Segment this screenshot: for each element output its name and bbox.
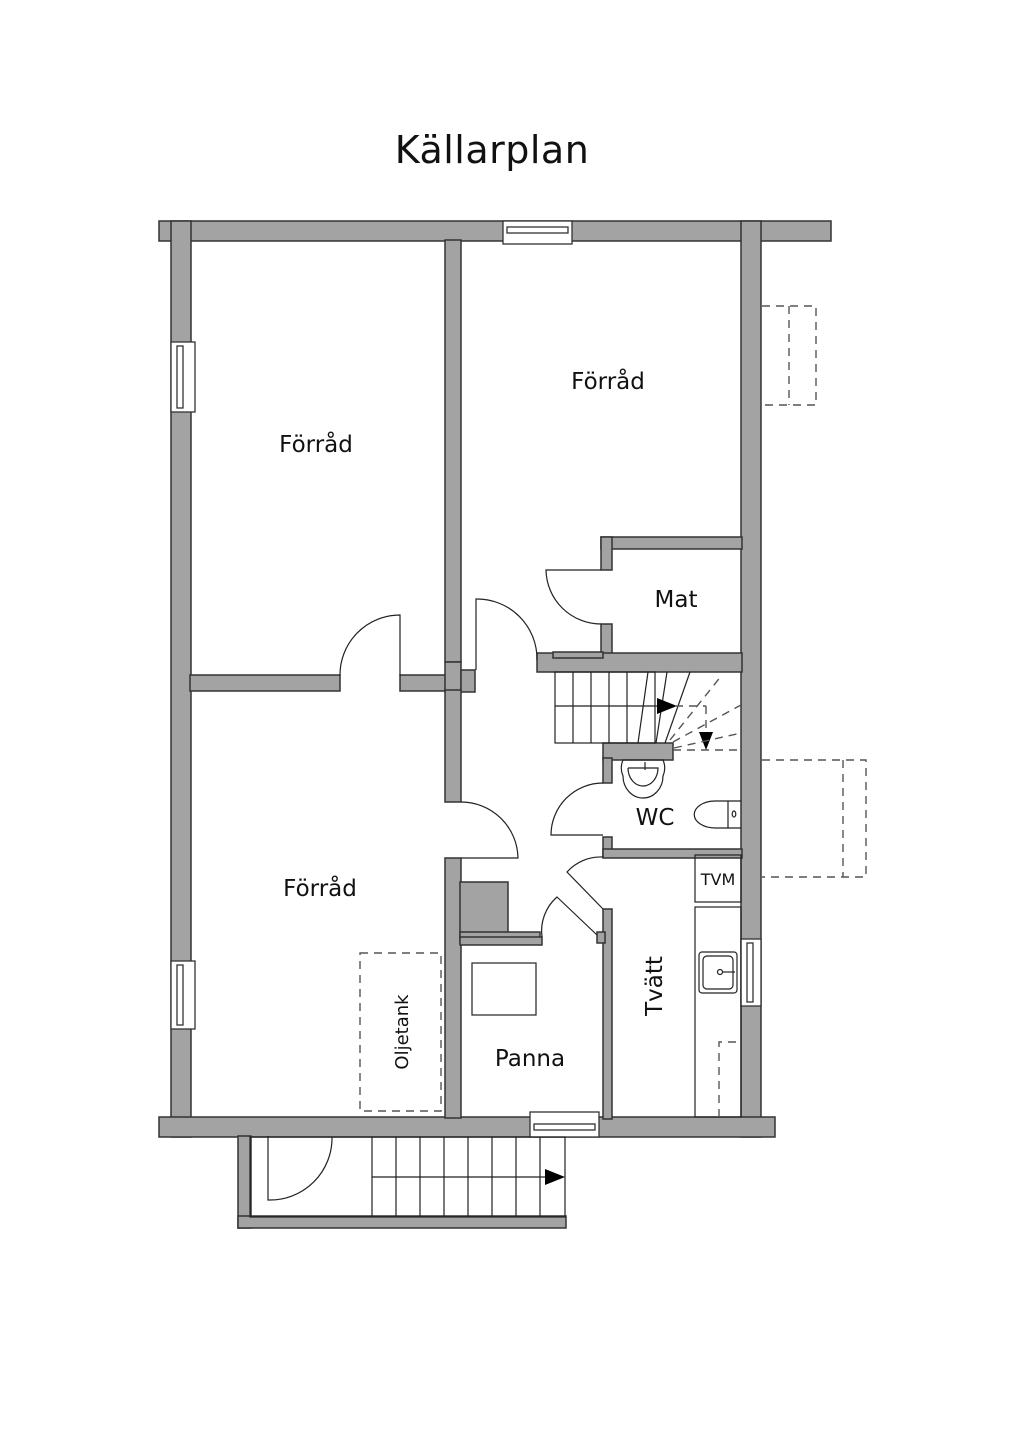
laundry-sink-icon — [698, 951, 738, 994]
exterior-stairwell — [237, 1135, 567, 1229]
windows — [170, 220, 762, 1138]
window-left-upper — [170, 341, 196, 413]
fixtures — [359, 759, 742, 1118]
window-top — [502, 220, 573, 245]
room-label-wc: WC — [636, 805, 675, 831]
room-label-forrad-nw: Förråd — [279, 430, 353, 458]
window-right — [740, 938, 762, 1007]
doors — [267, 569, 604, 1201]
outer-walls — [158, 220, 832, 1138]
room-label-tvatt: Tvätt — [642, 956, 668, 1017]
wc-sink-icon — [620, 759, 666, 799]
room-label-forrad-ne: Förråd — [571, 367, 645, 395]
fixture-label-tvm: TVM — [700, 870, 736, 889]
window-left-lower — [170, 960, 196, 1030]
room-labels: Förråd Förråd Förråd Mat WC Panna Tvätt … — [279, 367, 735, 1072]
laundry-counter — [694, 906, 742, 1118]
internal-staircase — [554, 671, 742, 751]
fixture-label-oljetank: Oljetank — [392, 994, 413, 1070]
window-bottom — [529, 1111, 600, 1138]
toilet-icon — [693, 800, 741, 829]
exterior-dashed-areas — [762, 305, 867, 878]
interior-walls — [189, 239, 743, 1120]
room-label-mat: Mat — [655, 587, 698, 613]
oil-tank — [359, 952, 442, 1112]
boiler — [471, 962, 537, 1016]
stair-arrow-right-icon — [657, 698, 677, 714]
plan-title: Källarplan — [394, 128, 590, 172]
room-label-forrad-sw: Förråd — [283, 874, 357, 902]
room-label-panna: Panna — [495, 1046, 565, 1072]
exterior-stair-arrow-icon — [545, 1169, 565, 1185]
washing-machine — [694, 854, 742, 903]
